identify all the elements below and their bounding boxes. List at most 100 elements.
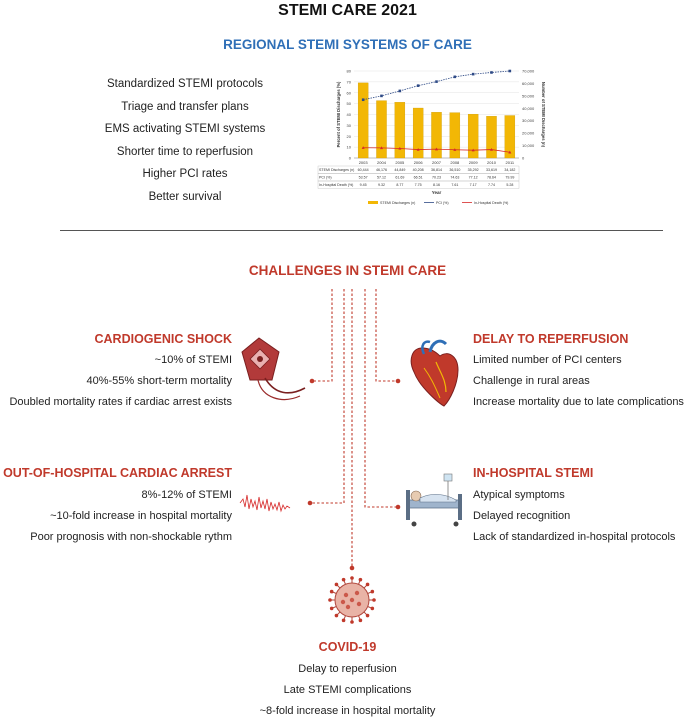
pci-point (380, 94, 383, 98)
connector-ohca (310, 289, 345, 504)
table-cell: 36,510 (449, 168, 460, 172)
challenges-title: CHALLENGES IN STEMI CARE (248, 263, 447, 278)
table-cell: 74.63 (450, 176, 459, 180)
cardiogenic-shock-line: ~10% of STEMI (154, 354, 232, 366)
delay-to-reperfusion-heading: DELAY TO REPERFUSION (473, 332, 629, 346)
bar (467, 113, 479, 159)
y-tick-left: 40 (347, 112, 352, 117)
y-tick-left: 60 (347, 90, 352, 95)
table-cell: 66.51 (414, 176, 423, 180)
table-cell: 34,182 (504, 168, 515, 172)
death-point (361, 146, 365, 149)
pci-point (453, 75, 457, 79)
table-cell: 79.99 (505, 176, 514, 180)
benefit-item: Higher PCI rates (142, 168, 228, 180)
table-cell: 9.32 (378, 183, 385, 187)
ohca-line: 8%-12% of STEMI (141, 489, 232, 501)
death-point (435, 147, 438, 151)
table-cell: 40,208 (413, 168, 424, 172)
ohca-block: OUT-OF-HOSPITAL CARDIAC ARREST 8%-12% of… (0, 466, 232, 543)
bar (376, 100, 387, 159)
pump-device-icon (241, 337, 306, 401)
cardiogenic-shock-line: 40%-55% short-term mortality (86, 375, 233, 387)
table-cell: 8.77 (396, 183, 403, 187)
y-axis-label-left: Percent of STEMI Discharges (%) (336, 81, 341, 147)
table-cell: 60,444 (358, 168, 369, 172)
x-tick-label: 2004 (377, 160, 387, 165)
x-tick-label: 2003 (359, 160, 369, 165)
y-tick-left: 30 (347, 123, 352, 128)
x-axis-label: Year (432, 190, 442, 195)
heart-icon (410, 339, 459, 407)
death-point (398, 146, 402, 150)
connector-delay (375, 289, 398, 382)
death-point (380, 146, 383, 150)
covid-block: COVID-19 Delay to reperfusion Late STEMI… (0, 640, 695, 717)
legend-swatch-bar (368, 201, 378, 204)
in-hospital-stemi-heading: IN-HOSPITAL STEMI (473, 466, 594, 480)
pci-point (435, 80, 438, 83)
death-point (453, 148, 457, 151)
y-tick-left: 50 (347, 101, 352, 106)
y-tick-right: 40,000 (522, 106, 535, 111)
y-tick-right: 60,000 (522, 81, 535, 86)
x-tick-label: 2007 (432, 160, 442, 165)
y-tick-right: 0 (522, 156, 525, 161)
bar (394, 102, 406, 159)
table-cell: 78.64 (487, 176, 496, 180)
connector-cardiogenic-shock (312, 289, 333, 382)
benefit-item: Standardized STEMI protocols (107, 78, 263, 90)
bar (357, 82, 369, 159)
bar (449, 112, 461, 159)
table-cell: 53.57 (359, 176, 368, 180)
death-point (471, 148, 475, 152)
delay-to-reperfusion-line: Limited number of PCI centers (473, 354, 622, 366)
table-cell: 33,619 (486, 168, 497, 172)
table-cell: 36,814 (431, 168, 442, 172)
pci-point (508, 69, 512, 73)
y-tick-left: 0 (349, 156, 352, 161)
pci-point (398, 89, 402, 93)
cardiogenic-shock-heading: CARDIOGENIC SHOCK (94, 332, 232, 346)
x-tick-label: 2006 (414, 160, 424, 165)
in-hospital-stemi-line: Delayed recognition (473, 510, 571, 522)
bar (504, 115, 516, 159)
benefit-item: Shorter time to reperfusion (116, 145, 254, 158)
table-cell: 77.12 (469, 176, 478, 180)
legend-label: PCI (%) (436, 201, 449, 205)
table-cell: 7.75 (415, 183, 422, 187)
table-cell: 7.17 (470, 183, 477, 187)
connector-dot (307, 500, 313, 506)
covid-line: Delay to reperfusion (298, 663, 397, 675)
pci-point (416, 84, 420, 87)
benefits-list: Standardized STEMI protocols Triage and … (60, 73, 310, 208)
death-point (508, 150, 512, 154)
covid-line: Late STEMI complications (283, 684, 412, 696)
section-subtitle: REGIONAL STEMI SYSTEMS OF CARE (223, 37, 472, 52)
table-cell: 8.16 (433, 183, 440, 187)
pci-point (490, 71, 493, 74)
covid-heading: COVID-19 (318, 640, 377, 654)
delay-to-reperfusion-block: DELAY TO REPERFUSION Limited number of P… (473, 332, 695, 408)
table-cell: 70.23 (432, 176, 441, 180)
benefit-item: Better survival (148, 190, 222, 203)
table-cell: 57.12 (377, 176, 386, 180)
y-tick-right: 70,000 (522, 69, 535, 74)
in-hospital-stemi-block: IN-HOSPITAL STEMI Atypical symptoms Dela… (473, 466, 695, 543)
table-cell: 9.45 (360, 183, 367, 187)
x-tick-label: 2010 (487, 160, 497, 165)
ecg-icon (239, 494, 291, 513)
connector-dot (309, 378, 315, 384)
y-axis-label-right: Number of STEMI Discharges (n) (541, 82, 545, 148)
y-tick-right: 30,000 (522, 118, 535, 123)
in-hospital-stemi-line: Lack of standardized in-hospital protoco… (473, 531, 676, 543)
legend-label: In-Hospital Death (%) (474, 201, 508, 205)
bar (412, 107, 424, 159)
table-row-label: In-Hospital Death (%) (319, 183, 353, 187)
cardiogenic-shock-line: Doubled mortality rates if cardiac arres… (9, 396, 232, 408)
ohca-line: Poor prognosis with non-shockable rythm (30, 531, 232, 543)
table-cell: 35,292 (468, 168, 479, 172)
connector-dot (395, 378, 401, 384)
bar (486, 116, 497, 159)
